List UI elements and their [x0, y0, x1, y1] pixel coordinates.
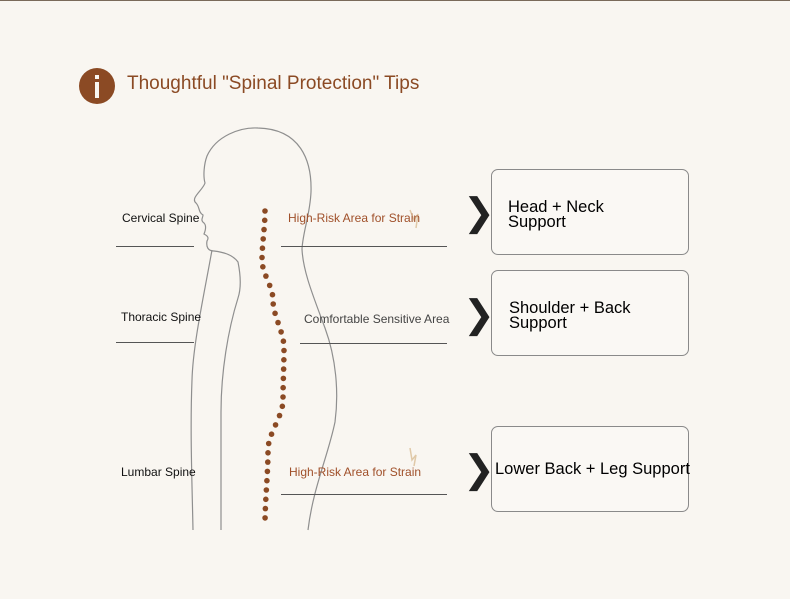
tip-card-line: Lower Back + Leg Support	[495, 460, 690, 478]
vertebra-dot	[278, 329, 284, 335]
page-title: Thoughtful "Spinal Protection" Tips	[127, 73, 420, 94]
vertebra-dot	[261, 226, 267, 233]
vertebra-dot	[280, 384, 286, 391]
vertebra-dot	[260, 236, 266, 242]
vertebra-dot	[272, 310, 278, 317]
vertebra-dot	[272, 422, 279, 428]
vertebra-dot	[264, 459, 271, 465]
vertebra-dot	[265, 450, 271, 456]
sparkle-icon	[409, 209, 419, 229]
vertebra-dot	[259, 245, 266, 251]
tip-card-head-neck	[491, 169, 689, 255]
risk-label: Comfortable Sensitive Area	[304, 312, 450, 326]
chevron-right-icon: ❯	[463, 294, 495, 336]
vertebra-dot	[270, 301, 277, 307]
body-outline	[193, 127, 338, 531]
vertebra-dot	[265, 440, 272, 447]
tip-card-lower-back-leg	[491, 426, 689, 512]
vertebra-dot	[260, 264, 266, 270]
tip-card-line: Support	[508, 213, 566, 231]
vertebra-dot	[280, 394, 286, 400]
vertebra-dot	[262, 515, 268, 521]
vertebra-dot	[261, 217, 268, 224]
vertebra-dot	[269, 291, 276, 298]
cervical-spine-label: Cervical Spine	[122, 211, 200, 225]
back-outline	[190, 249, 213, 531]
vertebra-dot	[275, 319, 281, 326]
divider-line	[300, 343, 447, 344]
top-rule	[0, 0, 790, 1]
vertebra-dot	[280, 375, 287, 382]
vertebra-dot	[281, 347, 287, 354]
vertebra-dot	[268, 431, 275, 438]
spine-dots	[259, 208, 287, 521]
vertebra-dot	[266, 282, 273, 289]
lumbar-spine-label: Lumbar Spine	[121, 465, 196, 479]
vertebra-dot	[262, 208, 268, 214]
risk-label: High-Risk Area for Strain	[288, 211, 421, 225]
divider-line	[116, 246, 194, 247]
vertebra-dot	[281, 357, 287, 363]
vertebra-dot	[263, 496, 269, 503]
sparkle-icon	[409, 447, 417, 467]
vertebra-dot	[263, 273, 269, 279]
chevron-right-icon: ❯	[463, 192, 495, 234]
vertebra-dot	[279, 403, 286, 410]
vertebra-dot	[276, 412, 283, 419]
vertebra-dot	[264, 477, 270, 484]
vertebra-dot	[280, 338, 287, 345]
vertebra-dot	[262, 505, 269, 512]
tip-card-line: Support	[509, 314, 567, 332]
divider-line	[116, 342, 194, 343]
vertebra-dot	[263, 487, 270, 493]
tip-card-line: Shoulder + Back	[509, 299, 631, 317]
tip-card-shoulder-back	[491, 270, 689, 356]
info-icon	[79, 68, 115, 104]
thoracic-spine-label: Thoracic Spine	[121, 310, 202, 324]
vertebra-dot	[280, 366, 287, 372]
divider-line	[281, 246, 447, 247]
tip-card-line: Head + Neck	[508, 198, 604, 216]
divider-line	[281, 494, 447, 495]
chevron-right-icon: ❯	[463, 449, 495, 491]
risk-label: High-Risk Area for Strain	[289, 465, 422, 479]
vertebra-dot	[259, 254, 265, 261]
vertebra-dot	[264, 468, 271, 475]
